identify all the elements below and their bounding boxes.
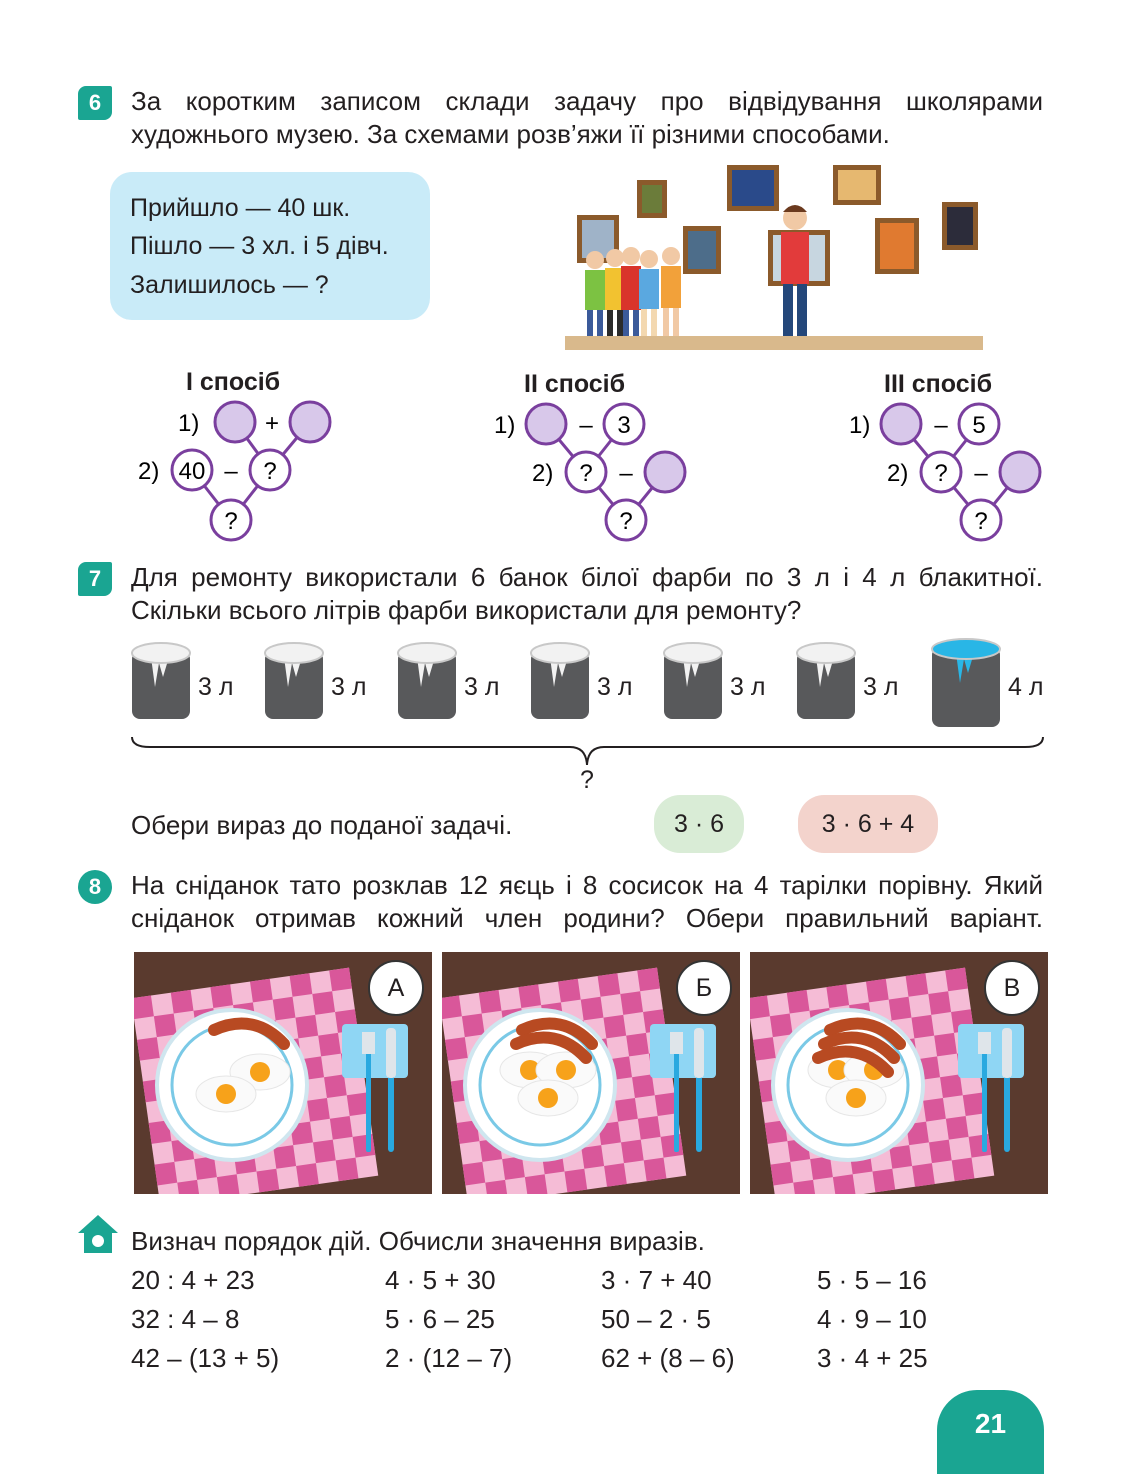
paint-can-label: 3 л <box>597 673 633 701</box>
m1-circle-a <box>213 400 257 444</box>
white-paint-can: 3 л <box>130 635 238 735</box>
svg-text:5: 5 <box>972 412 985 439</box>
paint-can-icon <box>397 642 457 719</box>
paint-can-icon <box>663 642 723 719</box>
breakfast-plate-illustration <box>442 967 716 1194</box>
method-2-scheme: 1) – 3 2) ? – ? <box>494 402 687 542</box>
home-icon <box>78 1215 118 1253</box>
method-1-scheme: 1) + 2) 40 – ? ? <box>138 400 332 542</box>
hw-expr: 62 + (8 – 6) <box>601 1343 735 1373</box>
svg-text:?: ? <box>263 458 276 485</box>
hw-expr: 4 · 5 + 30 <box>385 1265 496 1295</box>
guide-figure <box>781 205 809 336</box>
svg-text:+: + <box>265 410 279 437</box>
svg-text:1): 1) <box>494 412 515 439</box>
paint-can-label: 3 л <box>198 673 234 701</box>
white-paint-can: 3 л <box>396 635 504 735</box>
m1-circle-q1 <box>248 448 292 492</box>
breakfast-plate-illustration <box>134 967 408 1194</box>
svg-text:1): 1) <box>178 410 199 437</box>
note-line-1: Прийшло — 40 шк. <box>130 194 351 222</box>
paint-cans-row: 3 л 3 л 3 л 3 л 3 л 3 л 4 л <box>130 635 1050 735</box>
hw-expr: 2 · (12 – 7) <box>385 1343 513 1373</box>
task-8-text-line-1: На сніданок тато розклав 12 яєць і 8 сос… <box>131 870 1043 900</box>
svg-text:?: ? <box>619 508 632 535</box>
brace <box>131 736 1044 766</box>
paint-can-label: 4 л <box>1008 673 1044 701</box>
hw-expr: 32 : 4 – 8 <box>131 1304 240 1334</box>
white-paint-can: 3 л <box>263 635 371 735</box>
hw-expr: 5 · 6 – 25 <box>385 1304 495 1334</box>
task-8-badge: 8 <box>78 870 112 904</box>
svg-text:–: – <box>579 412 593 439</box>
white-paint-can: 3 л <box>662 635 770 735</box>
paint-can-label: 3 л <box>863 673 899 701</box>
svg-text:–: – <box>934 412 948 439</box>
svg-text:?: ? <box>934 460 947 487</box>
variant-c-label: В <box>984 960 1040 1016</box>
short-note-box: Прийшло — 40 шк. Пішло — 3 хл. і 5 дівч.… <box>110 172 430 320</box>
hw-expr: 5 · 5 – 16 <box>817 1265 927 1295</box>
breakfast-variant-a[interactable]: А <box>134 952 432 1194</box>
hw-expr: 3 · 4 + 25 <box>817 1343 928 1373</box>
paint-can-icon <box>530 642 590 719</box>
task-6-text-line-1: За коротким записом склади задачу про ві… <box>131 86 1043 116</box>
choose-expression-label: Обери вираз до поданої задачі. <box>131 810 513 840</box>
note-line-3: Залишилось — ? <box>130 271 329 299</box>
hw-expr: 3 · 7 + 40 <box>601 1265 712 1295</box>
variant-a-label: А <box>368 960 424 1016</box>
breakfast-variant-b[interactable]: Б <box>442 952 740 1194</box>
method-3-scheme: 1) – 5 2) ? – ? <box>849 402 1042 542</box>
method-2-title: II спосіб <box>524 370 626 398</box>
blue-paint-can: 4 л <box>930 635 1048 735</box>
page-number: 21 <box>937 1390 1044 1474</box>
svg-text:?: ? <box>974 508 987 535</box>
white-paint-can: 3 л <box>795 635 903 735</box>
m1-circle-q2 <box>209 498 253 542</box>
hw-expr: 42 – (13 + 5) <box>131 1343 280 1373</box>
paint-can-icon <box>931 638 1001 727</box>
svg-text:?: ? <box>224 508 237 535</box>
paint-can-icon <box>131 642 191 719</box>
svg-text:1): 1) <box>849 412 870 439</box>
note-line-2: Пішло — 3 хл. і 5 дівч. <box>130 232 389 260</box>
hw-expr: 20 : 4 + 23 <box>131 1265 255 1295</box>
svg-text:–: – <box>974 460 988 487</box>
svg-text:2): 2) <box>887 460 908 487</box>
task-6-text-line-2: художнього музею. За схемами розв’яжи її… <box>131 119 890 149</box>
children-group <box>585 247 681 336</box>
variant-b-label: Б <box>676 960 732 1016</box>
paint-can-icon <box>264 642 324 719</box>
option-3x6-plus-4[interactable]: 3 · 6 + 4 <box>798 795 938 853</box>
svg-text:2): 2) <box>138 458 159 485</box>
breakfast-variant-c[interactable]: В <box>750 952 1048 1194</box>
svg-text:40: 40 <box>179 458 206 485</box>
brace-question: ? <box>580 766 594 794</box>
svg-text:–: – <box>224 458 238 485</box>
m1-circle-b <box>288 400 332 444</box>
paint-can-label: 3 л <box>730 673 766 701</box>
method-3-title: III спосіб <box>884 370 993 398</box>
task-7-text-line-1: Для ремонту використали 6 банок білої фа… <box>131 562 1043 592</box>
m1-circle-40 <box>170 448 214 492</box>
task-8-text-line-2: сніданок отримав кожний член родини? Обе… <box>131 903 1043 933</box>
white-paint-can: 3 л <box>529 635 637 735</box>
museum-illustration <box>565 165 983 350</box>
option-3x6[interactable]: 3 · 6 <box>654 795 744 853</box>
homework-title: Визнач порядок дій. Обчисли значення вир… <box>131 1226 705 1256</box>
svg-text:3: 3 <box>617 412 630 439</box>
breakfast-plate-illustration <box>750 967 1024 1194</box>
method-1-title: I спосіб <box>186 368 281 396</box>
task-7-badge: 7 <box>78 562 112 596</box>
paint-can-label: 3 л <box>331 673 367 701</box>
hw-expr: 50 – 2 · 5 <box>601 1304 711 1334</box>
task-6-badge: 6 <box>78 86 112 120</box>
svg-text:–: – <box>619 460 633 487</box>
hw-expr: 4 · 9 – 10 <box>817 1304 927 1334</box>
task-7-text-line-2: Скільки всього літрів фарби використали … <box>131 595 802 625</box>
paint-can-label: 3 л <box>464 673 500 701</box>
svg-text:2): 2) <box>532 460 553 487</box>
svg-text:?: ? <box>579 460 592 487</box>
paint-can-icon <box>796 642 856 719</box>
